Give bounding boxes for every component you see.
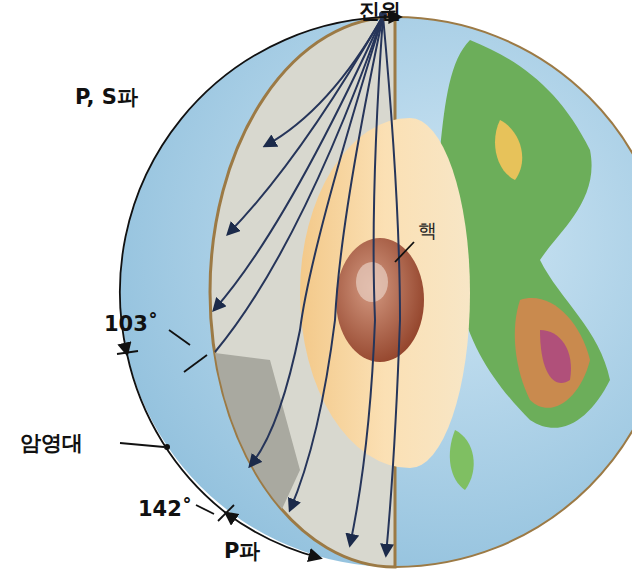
core-label: 핵 <box>418 220 437 241</box>
shadow-zone-label: 암영대 <box>20 432 83 455</box>
angle-label: 142˚ <box>138 498 192 521</box>
wave-label: P파 <box>224 540 260 563</box>
focus-label: 진원 <box>359 0 401 23</box>
globe <box>120 17 632 567</box>
wave-label: P, S파 <box>75 86 138 109</box>
shadow-region <box>215 353 300 509</box>
angle-label: 103˚ <box>104 313 158 336</box>
outer-core <box>300 118 470 468</box>
angle-arcs <box>117 17 414 558</box>
seismic-rays <box>214 16 400 555</box>
inner-core <box>336 238 424 362</box>
